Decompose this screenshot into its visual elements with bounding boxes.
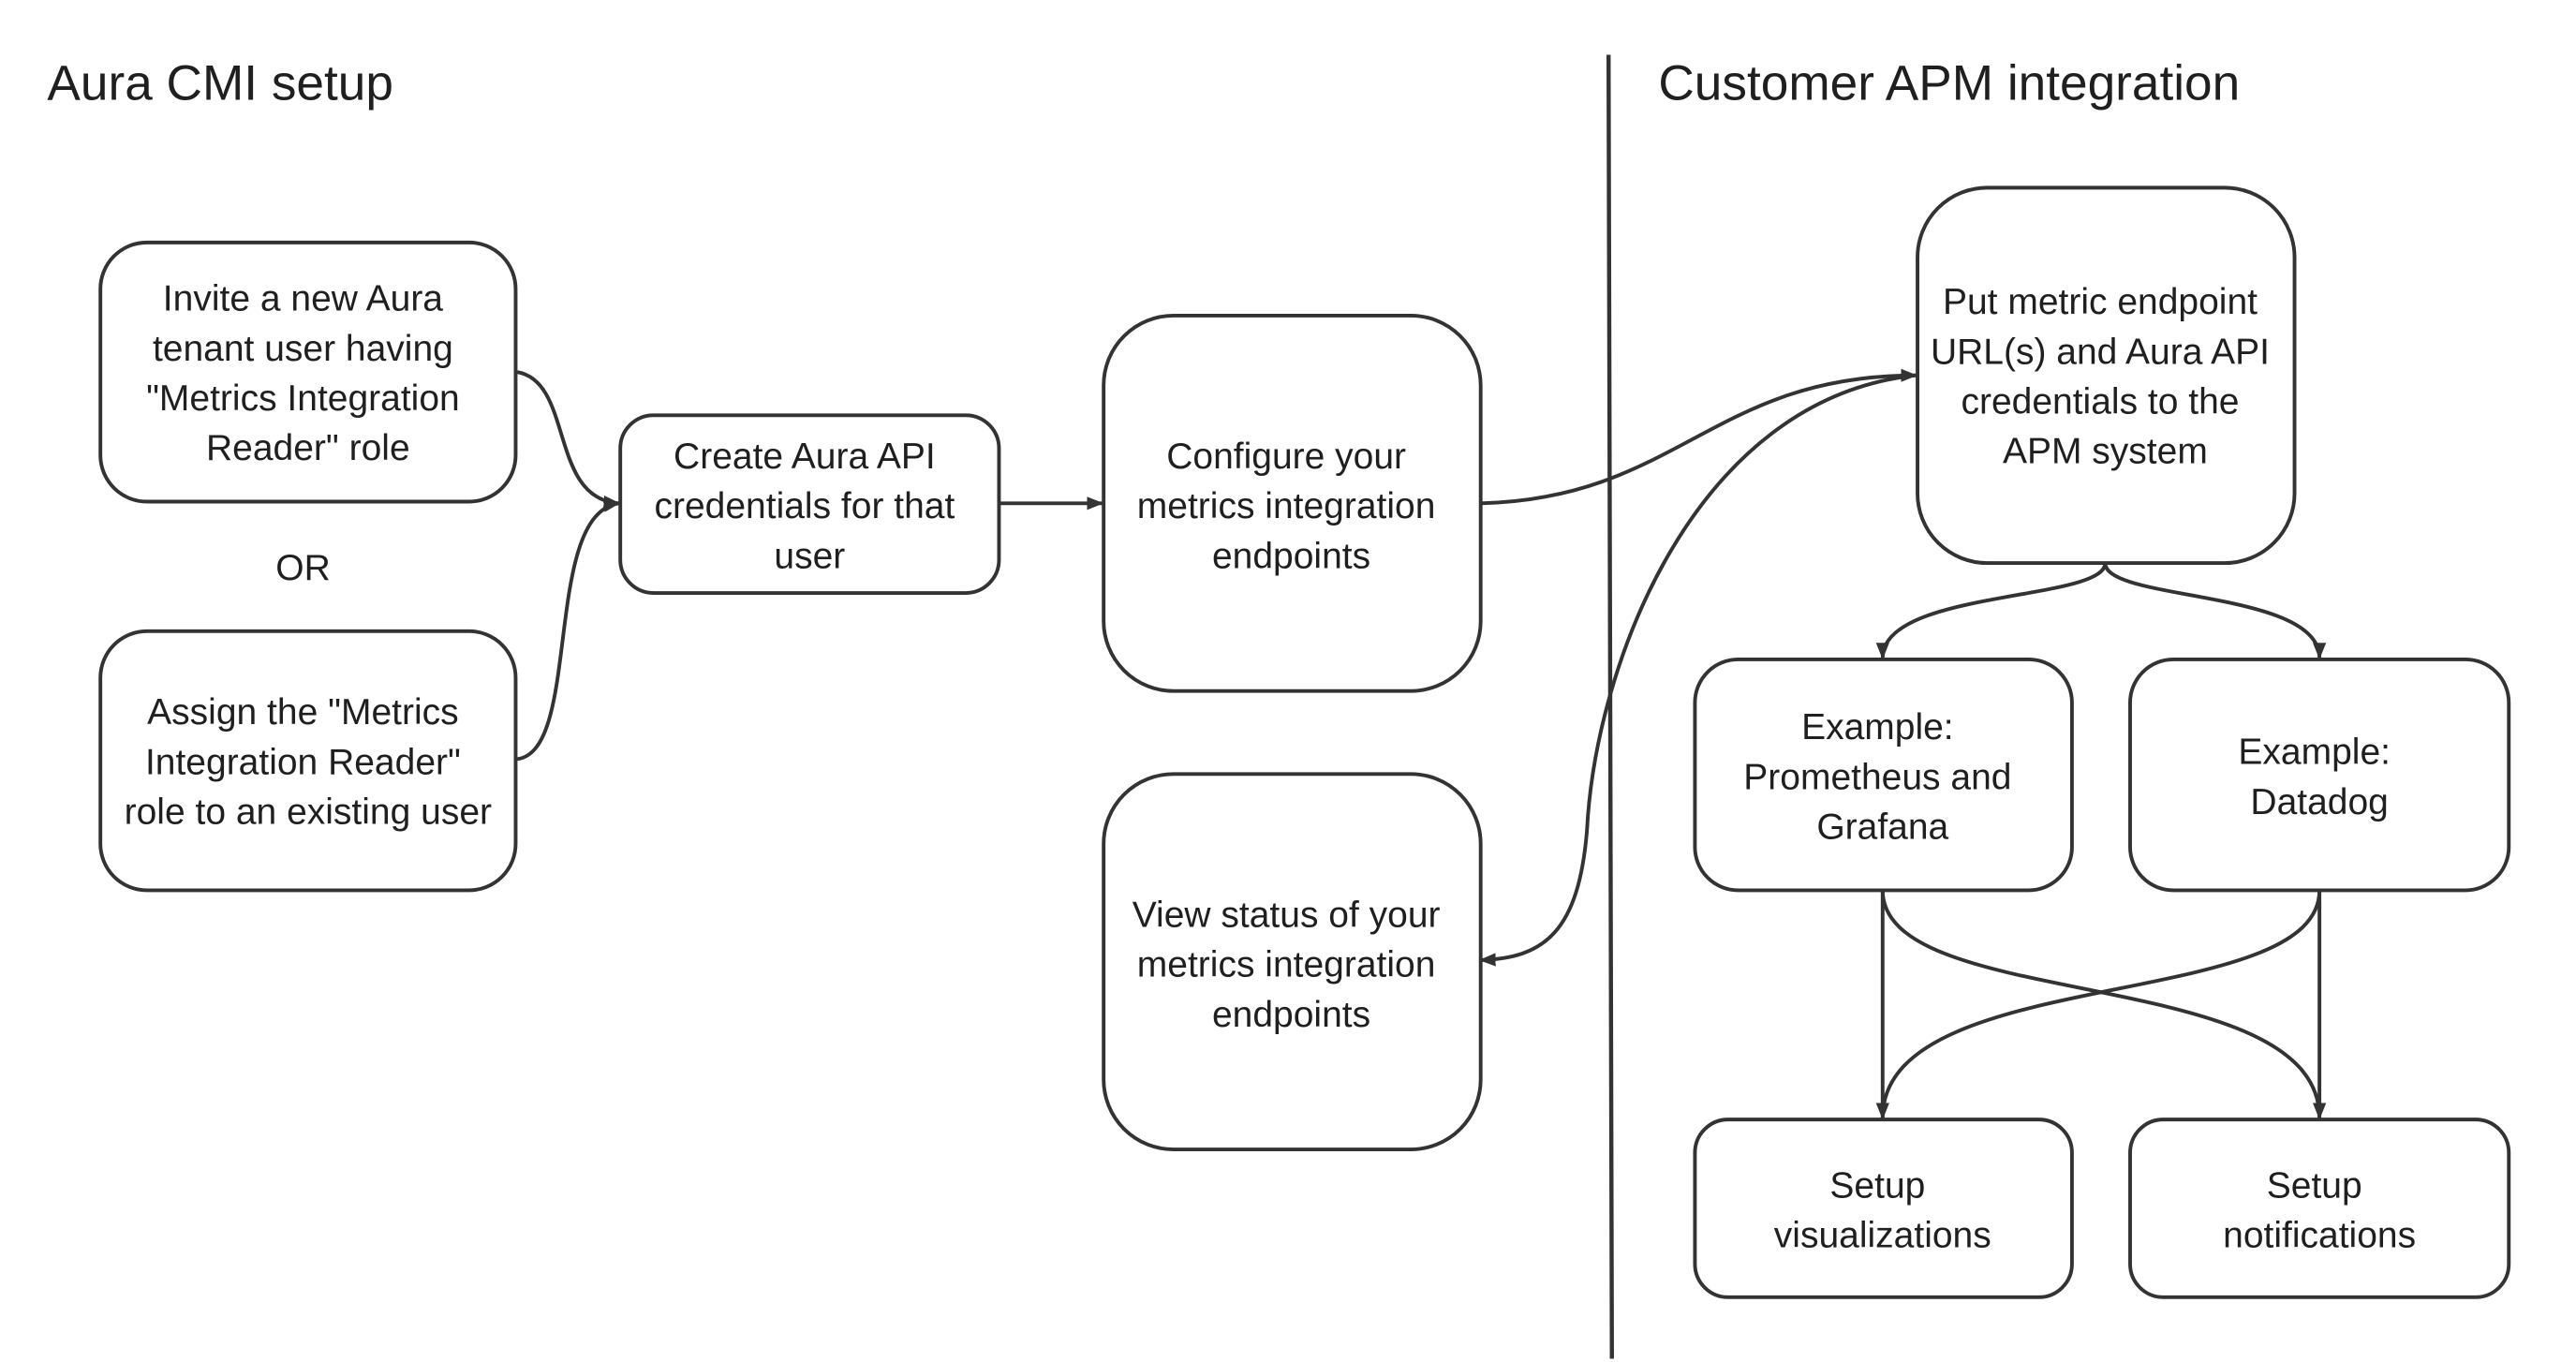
node-example-prometheus-grafana: Example: Prometheus and Grafana bbox=[1693, 657, 2074, 893]
svg-text:Create Aura API credenti: Create Aura API credentials for that use… bbox=[654, 437, 965, 576]
section-title-aura-cmi-setup: Aura CMI setup bbox=[47, 55, 393, 111]
node-put-metric-endpoint: Put metric endpoint URL(s) and Aura API … bbox=[1916, 185, 2297, 566]
node-datadog-line-2: Datadog bbox=[2250, 782, 2388, 822]
node-setup-notifications: Setup notifications bbox=[2128, 1118, 2511, 1299]
node-create-line-1: Create Aura API bbox=[674, 437, 936, 477]
node-view-status-line-2: metrics integration bbox=[1137, 945, 1436, 985]
node-put-endpoint-line-3: credentials to the bbox=[1961, 382, 2239, 422]
node-example-datadog: Example: Datadog bbox=[2128, 657, 2511, 893]
or-label: OR bbox=[275, 548, 331, 588]
node-visualizations-line-1: Setup bbox=[1829, 1165, 1925, 1206]
svg-text:Setup notifications: Setup notifications bbox=[2223, 1165, 2416, 1255]
edge-prometheus-to-notifications bbox=[1880, 890, 2327, 1120]
node-configure-line-3: endpoints bbox=[1212, 536, 1370, 576]
edge-put-endpoint-to-datadog bbox=[2103, 562, 2327, 659]
edge-invite-to-create bbox=[516, 370, 621, 510]
node-invite-line-3: "Metrics Integration bbox=[146, 378, 460, 419]
node-configure-line-2: metrics integration bbox=[1137, 486, 1436, 526]
node-prometheus-line-3: Grafana bbox=[1816, 807, 1948, 847]
svg-text:Example: Datadog: Example: Datadog bbox=[2238, 733, 2400, 822]
node-view-status-line-1: View status of your bbox=[1133, 895, 1441, 935]
node-invite-line-4: Reader" role bbox=[206, 428, 410, 468]
svg-text:View status of your metr: View status of your metrics integration … bbox=[1133, 895, 1451, 1034]
edge-put-endpoint-to-prometheus bbox=[1875, 562, 2108, 659]
node-notifications-line-1: Setup bbox=[2267, 1165, 2362, 1206]
node-create-line-3: user bbox=[774, 536, 845, 576]
node-assign-role: Assign the "Metrics Integration Reader" … bbox=[98, 629, 518, 893]
node-invite-line-1: Invite a new Aura bbox=[163, 279, 443, 319]
node-prometheus-line-2: Prometheus and bbox=[1743, 757, 2011, 797]
node-configure-endpoints: Configure your metrics integration endpo… bbox=[1102, 313, 1483, 693]
edge-assign-to-create bbox=[516, 498, 621, 762]
edge-configure-to-put-endpoint bbox=[1480, 368, 1918, 506]
node-invite-line-2: tenant user having bbox=[153, 329, 453, 369]
edge-put-endpoint-to-view-status bbox=[1478, 373, 1917, 967]
node-notifications-line-2: notifications bbox=[2223, 1216, 2416, 1256]
node-put-endpoint-line-4: APM system bbox=[2003, 432, 2208, 472]
section-divider bbox=[1606, 54, 1614, 1359]
svg-text:Put metric endpoint URL(: Put metric endpoint URL(s) and Aura API … bbox=[1931, 282, 2280, 472]
node-assign-line-2: Integration Reader" bbox=[145, 742, 461, 782]
node-prometheus-line-1: Example: bbox=[1801, 707, 1954, 748]
node-assign-line-1: Assign the "Metrics bbox=[147, 692, 458, 733]
svg-text:Assign the "Metrics Inte: Assign the "Metrics Integration Reader" … bbox=[125, 692, 492, 832]
svg-text:Invite a new Aura tenant: Invite a new Aura tenant user having "Me… bbox=[146, 279, 470, 469]
node-configure-line-1: Configure your bbox=[1166, 437, 1406, 477]
node-view-status-line-3: endpoints bbox=[1212, 995, 1370, 1035]
node-setup-visualizations: Setup visualizations bbox=[1693, 1118, 2074, 1299]
node-visualizations-line-2: visualizations bbox=[1774, 1216, 1991, 1256]
node-create-api-credentials: Create Aura API credentials for that use… bbox=[618, 413, 1001, 595]
svg-text:Configure your metrics i: Configure your metrics integration endpo… bbox=[1137, 437, 1445, 576]
node-put-endpoint-line-2: URL(s) and Aura API bbox=[1931, 332, 2270, 372]
node-view-status: View status of your metrics integration … bbox=[1102, 772, 1483, 1151]
node-datadog-line-1: Example: bbox=[2238, 733, 2391, 773]
node-assign-line-3: role to an existing user bbox=[125, 792, 492, 832]
node-invite-new-user: Invite a new Aura tenant user having "Me… bbox=[98, 240, 518, 504]
node-put-endpoint-line-1: Put metric endpoint bbox=[1943, 282, 2258, 322]
svg-text:Setup visualizations: Setup visualizations bbox=[1774, 1165, 1991, 1255]
node-create-line-2: credentials for that bbox=[654, 486, 955, 526]
section-title-customer-apm-integration: Customer APM integration bbox=[1658, 55, 2240, 111]
edge-datadog-to-visualizations bbox=[1875, 890, 2322, 1120]
svg-text:Example: Prometheus and: Example: Prometheus and Grafana bbox=[1743, 707, 2021, 847]
